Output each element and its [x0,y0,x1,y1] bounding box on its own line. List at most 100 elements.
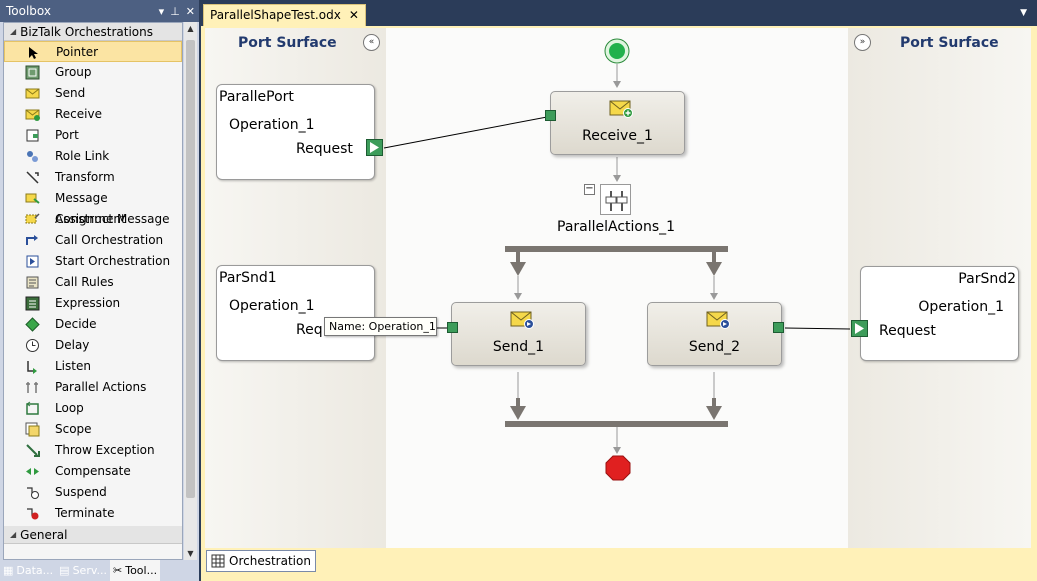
receive-envelope-icon [609,100,633,118]
receive-connector[interactable] [545,110,556,121]
listen-icon [25,359,40,374]
toolbox-item-pointer[interactable]: Pointer [4,41,182,62]
port-message[interactable]: Request [296,141,353,157]
tab-server-explorer[interactable]: ▤ Serv... [56,560,110,581]
port-message[interactable]: Req [296,322,323,338]
toolbox-title: Toolbox [0,0,199,22]
suspend-icon [25,485,40,500]
group-label: General [20,527,68,542]
orchestration-grid-icon [211,554,225,568]
toolbox-item-role-link[interactable]: Role Link [4,146,182,167]
toolbox-item-call-rules[interactable]: Call Rules [4,272,182,293]
construct-message-icon [25,212,40,227]
collapse-icon[interactable]: − [584,183,595,195]
toolbox-bottom-tabs: ▦ Data... ▤ Serv... ✂ Tool... [0,560,199,581]
close-icon[interactable]: ✕ [348,8,359,22]
port-operation[interactable]: Operation_1 [229,298,315,314]
pointer-icon [26,45,41,60]
port-operation[interactable]: Operation_1 [918,299,1004,315]
group-general[interactable]: ◢ General [4,526,182,544]
port-operation[interactable]: Operation_1 [229,117,315,133]
tab-toolbox[interactable]: ✂ Tool... [110,560,161,581]
end-shape-icon[interactable] [604,454,632,482]
call-orchestration-icon [25,233,40,248]
toolbox-item-message-assignment[interactable]: Message Assignment [4,188,182,226]
send2-connector[interactable] [773,322,784,333]
port-icon [25,128,40,143]
toolbox-item-loop[interactable]: Loop [4,398,182,419]
scroll-up-icon[interactable]: ▲ [187,24,194,33]
designer-bottom-bar [201,548,1037,581]
expression-icon [25,296,40,311]
left-port-surface-title: Port Surface [238,35,337,51]
toolbox-panel: Toolbox ▾ ⊥ ✕ ◢ BizTalk Orchestrations P… [0,0,199,581]
toolbox-item-throw-exception[interactable]: Throw Exception [4,440,182,461]
toolbox-item-receive[interactable]: Receive [4,104,182,125]
tab-orchestration[interactable]: Orchestration [206,550,316,572]
toolbox-item-scope[interactable]: Scope [4,419,182,440]
collapse-left-icon[interactable]: « [363,34,380,51]
receive-icon [25,107,40,122]
loop-icon [25,401,40,416]
toolbox-item-expression[interactable]: Expression [4,293,182,314]
toolbox-item-start-orchestration[interactable]: Start Orchestration [4,251,182,272]
tools-icon: ✂ [113,564,123,577]
toolbox-item-construct-message[interactable]: Construct Message [4,209,182,230]
start-orchestration-icon [25,254,40,269]
receive-shape[interactable]: Receive_1 [550,91,685,155]
port-par-snd1[interactable]: ParSnd1 Operation_1 Req [216,265,375,361]
right-port-surface-title: Port Surface [900,35,999,51]
compensate-icon [25,464,40,479]
send-shape-2[interactable]: Send_2 [647,302,782,366]
send-shape-1[interactable]: Send_1 [451,302,586,366]
port-name: ParSnd2 [958,271,1016,287]
toolbox-item-decide[interactable]: Decide [4,314,182,335]
group-biztalk-orchestrations[interactable]: ◢ BizTalk Orchestrations [4,23,182,41]
document-tab[interactable]: ParallelShapeTest.odx ✕ [203,4,366,26]
toolbox-item-delay[interactable]: Delay [4,335,182,356]
toolbox-item-terminate[interactable]: Terminate [4,503,182,524]
port-name: ParSnd1 [219,270,277,286]
server-icon: ▤ [59,564,70,577]
close-icon[interactable]: ✕ [185,4,195,18]
start-shape-icon[interactable] [604,38,630,64]
dropdown-icon[interactable]: ▾ [158,4,165,18]
toolbox-item-call-orchestration[interactable]: Call Orchestration [4,230,182,251]
tab-data-sources[interactable]: ▦ Data... [0,560,56,581]
port-connector-left[interactable] [851,320,868,337]
scrollbar-thumb[interactable] [186,40,195,498]
toolbox-item-group[interactable]: Group [4,62,182,83]
port-connector-right[interactable] [366,139,383,156]
document-list-dropdown-icon[interactable]: ▼ [1020,8,1027,18]
toolbox-item-send[interactable]: Send [4,83,182,104]
collapse-right-icon[interactable]: » [854,34,871,51]
toolbox-item-listen[interactable]: Listen [4,356,182,377]
port-par-snd2[interactable]: ParSnd2 Operation_1 Request [860,266,1019,361]
role-link-icon [25,149,40,164]
pin-icon[interactable]: ⊥ [170,4,180,18]
delay-icon [25,338,40,353]
shape-label: Send_2 [688,339,741,355]
scroll-down-icon[interactable]: ▼ [187,549,194,558]
message-assignment-icon [25,191,40,206]
toolbox-item-parallel-actions[interactable]: Parallel Actions [4,377,182,398]
parallel-actions-shape-icon[interactable] [600,184,631,215]
transform-icon [25,170,40,185]
toolbox-item-suspend[interactable]: Suspend [4,482,182,503]
group-icon [25,65,40,80]
tooltip: Name: Operation_1 [324,317,437,336]
toolbox-scrollbar[interactable]: ▲ ▼ [184,22,197,560]
port-parallel-port[interactable]: ParallePort Operation_1 Request [216,84,375,180]
parallel-actions-icon [25,380,40,395]
throw-exception-icon [25,443,40,458]
parallel-actions-label[interactable]: ParallelActions_1 [557,219,676,235]
toolbox-item-transform[interactable]: Transform [4,167,182,188]
port-message[interactable]: Request [879,323,936,339]
send-icon [25,86,40,101]
toolbox-item-port[interactable]: Port [4,125,182,146]
send1-connector[interactable] [447,322,458,333]
document-tab-title: ParallelShapeTest.odx [210,8,341,22]
collapse-triangle-icon: ◢ [10,529,17,539]
toolbox-item-compensate[interactable]: Compensate [4,461,182,482]
